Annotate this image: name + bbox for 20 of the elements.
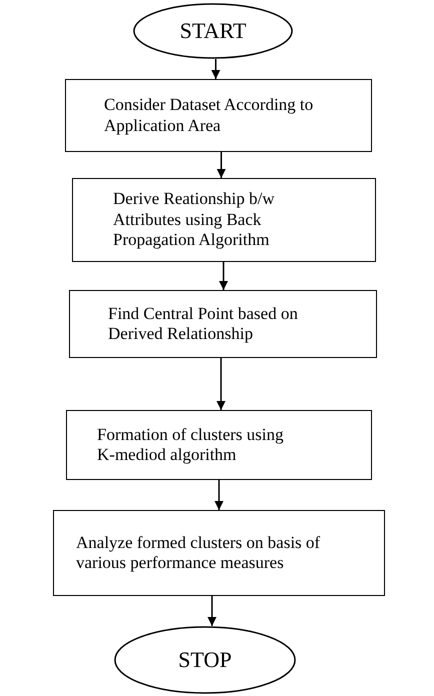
- arrow: [216, 152, 226, 178]
- terminal-ellipse: [114, 626, 296, 694]
- step-text: Find Central Point based on Derived Relationship: [108, 304, 299, 344]
- step-text: Derive Reationship b/w Attributes using Back Propagation Algorithm: [113, 189, 276, 251]
- process-box: [53, 510, 385, 596]
- process-box: [66, 410, 372, 480]
- step-text: Formation of clusters using K-mediod algorithm: [97, 424, 285, 466]
- arrow: [211, 59, 220, 79]
- process-box: [65, 79, 372, 152]
- process-box: [72, 178, 376, 262]
- step-text: Consider Dataset According to Application Area: [104, 95, 314, 136]
- terminal-ellipse: [133, 3, 293, 59]
- arrow: [219, 262, 228, 290]
- arrow: [214, 480, 224, 510]
- arrow: [216, 358, 226, 410]
- terminal-label: STOP: [178, 646, 232, 674]
- process-box: [69, 290, 377, 358]
- terminal-label: START: [180, 18, 246, 44]
- step-text: Analyze formed clusters on basis of various performance measures: [76, 532, 322, 574]
- arrow: [208, 596, 216, 626]
